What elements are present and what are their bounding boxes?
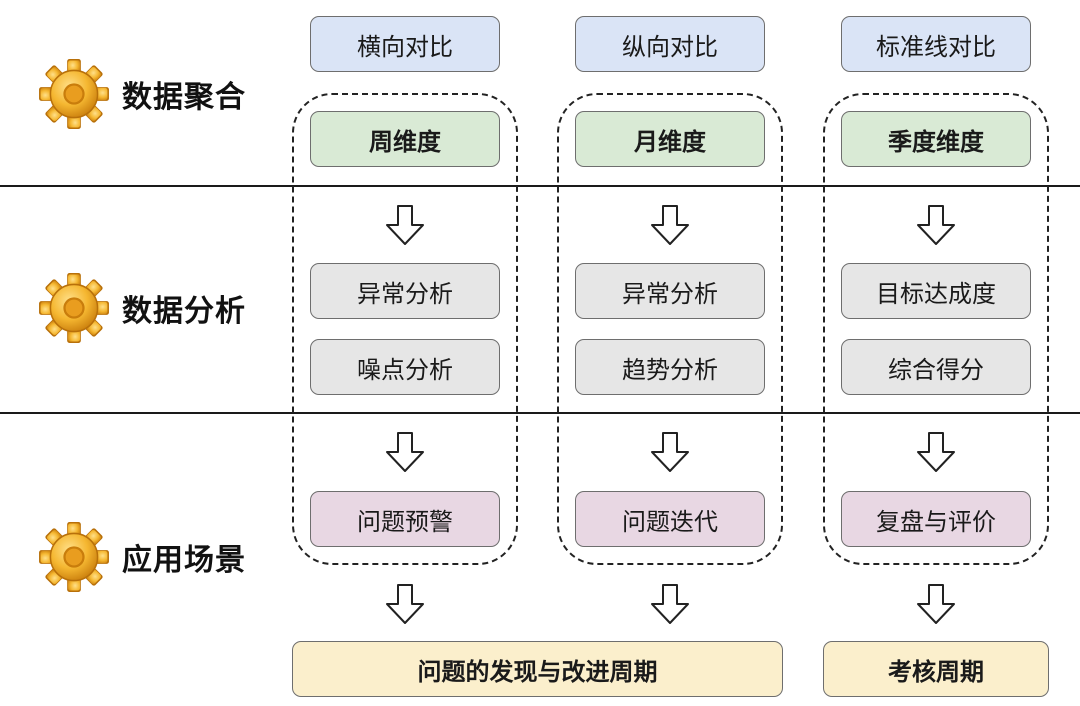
stage-data-aggregation: 数据聚合 xyxy=(36,56,246,132)
down-arrow-icon xyxy=(914,430,958,474)
down-arrow-icon xyxy=(914,582,958,626)
analysis-box: 目标达成度 xyxy=(841,263,1031,319)
dimension-box-monthly: 月维度 xyxy=(575,111,765,167)
application-box-review: 复盘与评价 xyxy=(841,491,1031,547)
cycle-box-discovery-improvement: 问题的发现与改进周期 xyxy=(292,641,783,697)
down-arrow-icon xyxy=(383,582,427,626)
down-arrow-icon xyxy=(648,203,692,247)
dimension-box-quarterly: 季度维度 xyxy=(841,111,1031,167)
column-group-quarterly xyxy=(823,93,1049,565)
stage-label: 数据聚合 xyxy=(122,80,246,115)
analysis-box: 综合得分 xyxy=(841,339,1031,395)
dimension-box-weekly: 周维度 xyxy=(310,111,500,167)
compare-box-horizontal: 横向对比 xyxy=(310,16,500,72)
stage-data-analysis: 数据分析 xyxy=(36,270,246,346)
column-group-weekly xyxy=(292,93,518,565)
application-box-warning: 问题预警 xyxy=(310,491,500,547)
stage-label: 应用场景 xyxy=(122,543,246,578)
compare-box-vertical: 纵向对比 xyxy=(575,16,765,72)
stage-label: 数据分析 xyxy=(122,294,246,329)
column-group-monthly xyxy=(557,93,783,565)
cycle-box-assessment: 考核周期 xyxy=(823,641,1049,697)
down-arrow-icon xyxy=(648,582,692,626)
down-arrow-icon xyxy=(648,430,692,474)
application-box-iteration: 问题迭代 xyxy=(575,491,765,547)
stage-divider-1 xyxy=(0,185,1080,187)
stage-divider-2 xyxy=(0,412,1080,414)
stage-application-scenario: 应用场景 xyxy=(36,519,246,595)
gear-icon xyxy=(36,270,112,346)
down-arrow-icon xyxy=(383,430,427,474)
analysis-box: 异常分析 xyxy=(575,263,765,319)
gear-icon xyxy=(36,519,112,595)
down-arrow-icon xyxy=(914,203,958,247)
analysis-box: 异常分析 xyxy=(310,263,500,319)
analysis-box: 趋势分析 xyxy=(575,339,765,395)
down-arrow-icon xyxy=(383,203,427,247)
gear-icon xyxy=(36,56,112,132)
analysis-box: 噪点分析 xyxy=(310,339,500,395)
compare-box-standard-line: 标准线对比 xyxy=(841,16,1031,72)
